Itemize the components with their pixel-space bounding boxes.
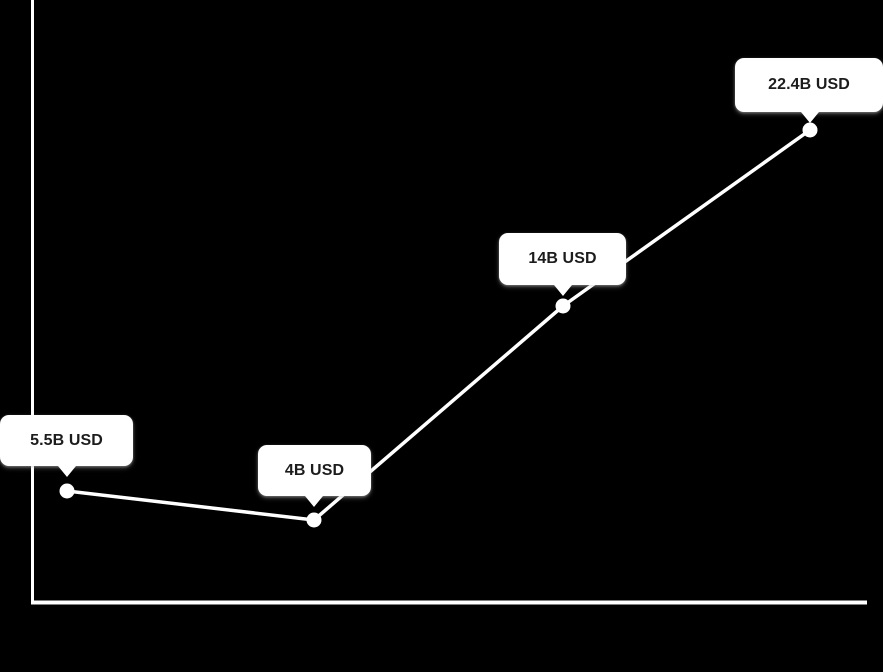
data-label-callout-4[interactable]: 22.4B USD: [735, 58, 883, 123]
data-point-4[interactable]: [802, 122, 818, 138]
data-label-callout-2[interactable]: 4B USD: [258, 445, 371, 507]
data-line-series-1: [65, 128, 812, 522]
data-point-1[interactable]: [59, 483, 75, 499]
data-label-callout-1[interactable]: 5.5B USD: [0, 415, 133, 477]
data-point-2[interactable]: [306, 512, 322, 528]
data-label-callout-3[interactable]: 14B USD: [499, 233, 626, 296]
data-label-text-3: 14B USD: [528, 250, 597, 267]
callout-arrow-icon: [801, 112, 819, 123]
callout-arrow-icon: [305, 496, 323, 507]
callout-arrow-icon: [58, 466, 76, 477]
data-label-text-1: 5.5B USD: [30, 431, 103, 449]
data-label-text-4: 22.4B USD: [768, 76, 850, 93]
data-point-3[interactable]: [555, 298, 571, 314]
callout-arrow-icon: [554, 285, 572, 296]
data-label-text-2: 4B USD: [284, 461, 345, 479]
